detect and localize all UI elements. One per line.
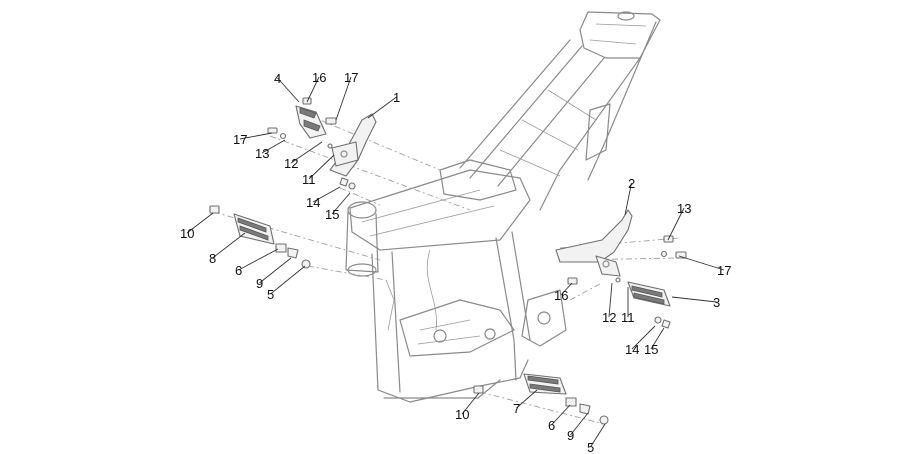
leader-line (239, 132, 273, 140)
left-rider-footpeg (209, 205, 311, 269)
callout-number: 12 (602, 310, 616, 325)
leader-line (650, 327, 665, 350)
leader-line (308, 154, 335, 180)
leader-line (624, 182, 632, 216)
callout-number: 11 (621, 310, 635, 325)
callout-c14: 14 (306, 186, 341, 210)
callout-c5: 5 (267, 265, 306, 302)
leader-line (238, 248, 279, 271)
callout-number: 10 (455, 407, 469, 422)
right-footrest-bracket (555, 209, 633, 277)
callout-number: 11 (302, 172, 316, 187)
callout-c17b: 17 (233, 132, 273, 147)
leader-line (570, 412, 589, 436)
left-passenger-footpeg (295, 105, 327, 139)
leader-line (277, 77, 300, 103)
callout-number: 17 (233, 132, 247, 147)
callout-c17c: 17 (678, 255, 731, 278)
callout-c1: 1 (367, 90, 400, 119)
callout-number: 1 (393, 90, 400, 105)
callout-number: 6 (548, 418, 555, 433)
callout-number: 4 (274, 71, 281, 86)
callout-number: 17 (344, 70, 358, 85)
leader-line (290, 141, 323, 164)
callout-number: 16 (312, 70, 326, 85)
callout-number: 6 (235, 263, 242, 278)
leader-line (631, 325, 656, 350)
left-footrest-bracket (329, 113, 377, 177)
leader-line (678, 255, 725, 271)
leader-line (516, 389, 538, 409)
callout-number: 14 (625, 342, 639, 357)
callout-c12: 12 (284, 141, 323, 171)
right-passenger-footpeg (627, 281, 671, 307)
callout-c16b: 16 (554, 282, 573, 303)
callout-c2: 2 (624, 176, 635, 216)
leader-line (259, 257, 292, 284)
leader-line (331, 192, 351, 215)
callout-c8: 8 (209, 232, 246, 266)
callout-c17: 17 (335, 70, 358, 121)
callout-c13: 13 (255, 139, 286, 161)
callout-c9: 9 (256, 257, 292, 291)
callout-number: 2 (628, 176, 635, 191)
callout-c3: 3 (671, 295, 720, 310)
callout-number: 9 (256, 276, 263, 291)
leader-line (560, 282, 573, 296)
callout-number: 5 (267, 287, 274, 302)
callout-c16: 16 (306, 70, 326, 103)
motorcycle-frame (345, 11, 661, 403)
callout-number: 9 (567, 428, 574, 443)
callout-number: 13 (255, 146, 269, 161)
callout-number: 8 (209, 251, 216, 266)
callout-c11b: 11 (621, 287, 635, 325)
callout-number: 15 (644, 342, 658, 357)
callout-c12b: 12 (602, 282, 616, 325)
callout-c15b: 15 (644, 327, 665, 357)
callout-c4: 4 (274, 71, 300, 103)
right-rider-footpeg (473, 373, 609, 425)
right-hardware (567, 235, 687, 329)
leader-line (335, 76, 352, 121)
callout-c6: 6 (235, 248, 279, 278)
leader-line (270, 265, 306, 295)
callout-number: 17 (717, 263, 731, 278)
callout-number: 7 (513, 401, 520, 416)
leader-line (671, 296, 717, 303)
leader-line (261, 139, 286, 154)
leader-line (212, 232, 246, 259)
leader-line (312, 186, 341, 203)
callout-labels: 1234556678991010111112121313141415151616… (180, 70, 731, 454)
callout-c11: 11 (302, 154, 335, 187)
leader-line (367, 96, 397, 119)
leader-line (186, 212, 214, 234)
leader-line (590, 423, 606, 448)
callout-number: 10 (180, 226, 194, 241)
left-top-hardware (267, 97, 356, 190)
callout-c13b: 13 (667, 201, 691, 241)
leader-line (461, 392, 480, 415)
callout-number: 5 (587, 440, 594, 454)
callout-c10b: 10 (455, 392, 480, 422)
callout-number: 12 (284, 156, 298, 171)
callout-c5b: 5 (587, 423, 606, 454)
callout-c7: 7 (513, 389, 538, 416)
callout-number: 3 (713, 295, 720, 310)
callout-c6b: 6 (548, 404, 571, 433)
callout-c14b: 14 (625, 325, 656, 357)
callout-c10: 10 (180, 212, 214, 241)
callout-number: 16 (554, 288, 568, 303)
callout-c9b: 9 (567, 412, 589, 443)
leader-line (667, 207, 685, 241)
callout-number: 14 (306, 195, 320, 210)
callout-number: 15 (325, 207, 339, 222)
callout-c15: 15 (325, 192, 351, 222)
callout-number: 13 (677, 201, 691, 216)
leader-line (608, 282, 613, 318)
leader-line (306, 76, 320, 103)
leader-line (551, 404, 571, 426)
